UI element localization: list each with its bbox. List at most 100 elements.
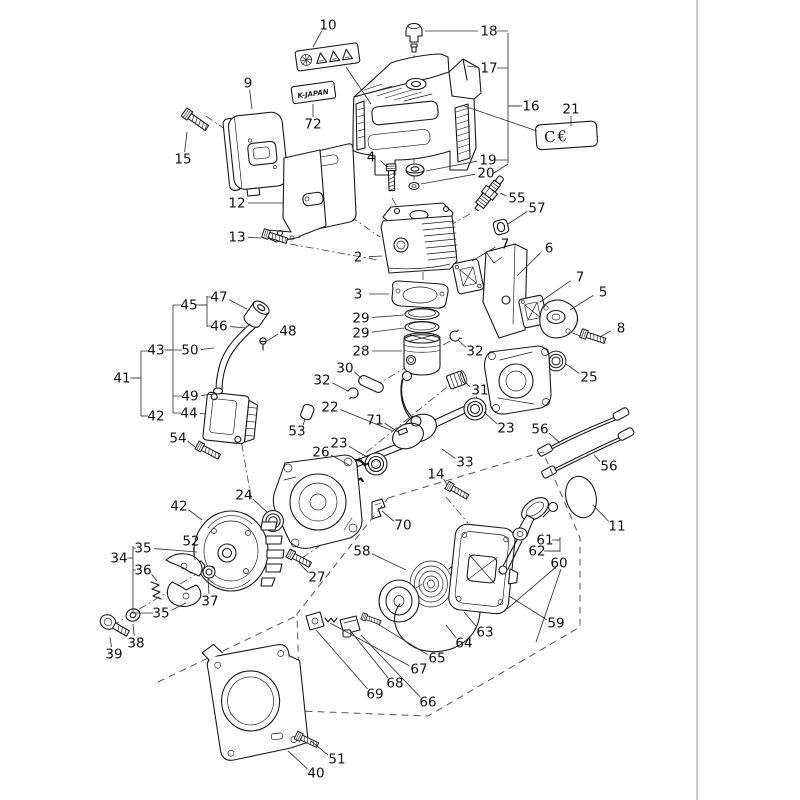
wire-terminal [541,465,557,479]
part-number-label: 53 [288,424,305,440]
label-leader-line [569,294,594,311]
label-leader-line [371,327,405,333]
label-leader-line [443,478,448,486]
part-number-label: 27 [308,570,325,586]
label-leader-line [539,280,571,303]
ce-sticker-leader [463,105,538,132]
part-number-label: 35 [152,606,169,622]
starter-handle-drawing [498,497,559,575]
part-number-label: 42 [170,499,187,515]
part-number-label: 64 [455,636,472,652]
muffler-drawing [222,111,289,197]
piston-ring-drawing [404,320,440,334]
label-leader-line [310,740,329,756]
label-leader-line [380,160,387,167]
label-leader-line [375,622,428,655]
part-number-label: 15 [174,152,191,168]
part-number-label: 36 [134,563,151,579]
part-number-label: 13 [228,230,245,246]
part-number-label: 51 [328,752,345,768]
cover-bracket-lines [493,30,522,174]
part-number-label: 46 [210,319,227,335]
part-number-label: 7 [501,237,510,253]
ignition-coil-group [130,296,270,445]
label-leader-line [592,504,610,522]
bolt-4-drawing [385,163,398,192]
label-leader-line [200,347,215,350]
label-leader-line [593,454,601,463]
part-number-label: 14 [427,467,444,483]
part-number-label: 62 [528,544,545,560]
part-number-label: 65 [428,651,445,667]
label-leader-line [499,192,507,197]
label-leader-line [207,578,210,595]
part-number-label: 12 [228,196,245,212]
label-leader-line [441,448,456,459]
part-number-label: 41 [113,371,130,387]
grommet-drawing [405,163,425,191]
part-number-label: 67 [410,662,427,678]
engine-cover-group [352,22,482,192]
part-number-label: 6 [545,241,554,257]
coil-body-drawing [202,391,259,445]
bolt-14-drawing [444,480,471,502]
bolt-8-drawing [579,328,607,346]
label-leader-line [192,547,196,561]
flywheel-drawing [193,510,285,592]
part-number-label: 43 [147,343,164,359]
label-leader-line [171,602,187,611]
part-number-label: 59 [547,616,564,632]
part-number-label: 71 [366,413,383,429]
part-number-label: 22 [321,400,338,416]
label-leader-line [371,553,407,571]
piston-drawing [403,332,441,376]
label-leader-line [465,382,471,388]
label-leader-line [287,750,308,769]
k-japan-sticker: K-JAPAN [290,80,337,105]
stickers-group: K-JAPAN C€ [290,42,599,151]
part-number-label: 17 [480,61,497,77]
label-leader-line [252,498,268,513]
piston-ring-drawing [404,307,440,321]
fan-cover-boundary-dashed [157,615,297,683]
part-number-label: 23 [330,436,347,452]
wire-56-drawing [547,415,619,452]
label-leader-line [153,548,198,553]
label-leader-line [516,252,542,277]
label-leader-line [200,393,215,396]
wire-grommet-drawing [212,387,224,395]
part-number-label: 42 [147,409,164,425]
part-number-label: 25 [580,370,597,386]
part-number-label: 69 [366,687,383,703]
woodruff-key-drawing [397,427,409,436]
bolt-54-drawing [194,440,222,462]
crankcase-right-drawing [484,345,552,415]
part-number-label: 21 [562,102,579,118]
ce-mark-text: C€ [543,127,569,147]
label-leader-line [109,636,112,648]
label-leader-line [368,255,383,258]
label-leader-line [360,634,421,698]
plug-washer-drawing [492,218,510,236]
label-leader-line [340,409,394,432]
part-number-label: 60 [550,556,567,572]
crankcase-group [194,345,552,570]
part-number-label: 56 [600,459,617,475]
part-number-label: 18 [480,24,497,40]
spark-plug-drawing [474,175,504,212]
base-gasket-drawing [391,280,449,309]
flywheel-clutch-group [99,510,285,637]
part-number-label: 29 [352,311,369,327]
warning-sticker-leader [345,66,372,105]
label-leader-line [425,160,478,172]
wire-terminal [617,427,635,441]
washer-37-drawing [202,565,216,579]
label-leader-line [553,567,557,570]
insulator-plate-drawing [482,243,528,339]
starter-boundary-dashed [296,451,581,717]
plug-cap-drawing [243,300,270,328]
part-number-label: 68 [386,676,403,692]
wire-terminal [612,407,630,421]
